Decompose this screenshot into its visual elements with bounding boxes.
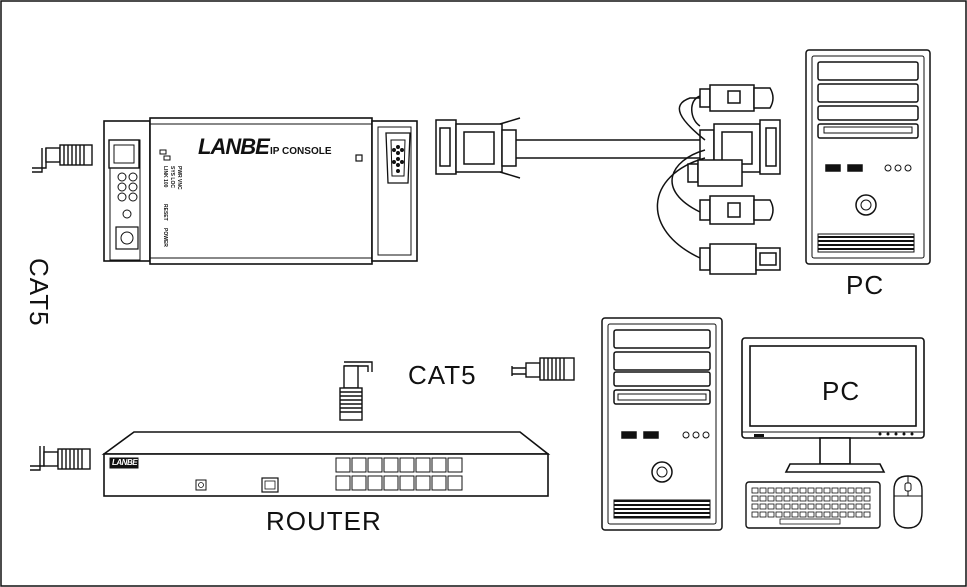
cat5-plug-vertical	[340, 362, 372, 420]
pc-label-top: PC	[846, 272, 884, 298]
kvm-cable	[436, 85, 780, 274]
led-sys-label: SYS LOC	[169, 166, 175, 188]
router-label: ROUTER	[266, 508, 382, 534]
mouse	[894, 476, 922, 528]
cat5-plug-router	[30, 446, 90, 470]
keyboard	[746, 482, 880, 528]
device-brand-logo: LANBE	[198, 134, 269, 160]
reset-label: RESET	[162, 204, 168, 221]
power-label: POWER	[162, 228, 168, 247]
cat5-label-middle: CAT5	[408, 362, 477, 388]
pc-label-monitor: PC	[822, 378, 860, 404]
pc-tower-top	[806, 50, 930, 264]
cat5-label-vertical: CAT5	[26, 258, 52, 327]
router-brand-logo: LANBE	[112, 458, 137, 467]
pc-tower-bottom	[602, 318, 722, 530]
led-power-label: PWR VNC	[176, 166, 182, 190]
router	[104, 432, 548, 496]
led-link-label: LINK 100	[162, 166, 168, 187]
device-model-label: IP CONSOLE	[270, 146, 332, 157]
cat5-plug-device	[32, 145, 92, 172]
cat5-plug-horizontal	[512, 358, 574, 380]
